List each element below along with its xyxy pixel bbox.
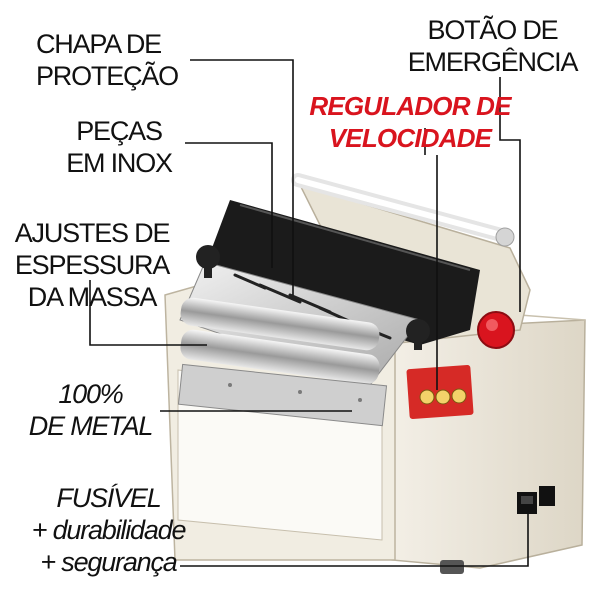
label-line: FUSÍVEL [56,483,161,513]
label-line: EM INOX [66,148,173,178]
label-line: PROTEÇÃO [36,61,179,91]
label-ajustes-espessura: AJUSTES DE ESPESSURA DA MASSA [12,217,172,313]
label-line: BOTÃO DE [427,15,559,45]
speed-control-panel [406,365,474,419]
label-100-metal: 100% DE METAL [28,378,154,442]
label-line: AJUSTES DE [14,218,171,248]
label-line: DE METAL [28,411,154,441]
speed-knob-icon [419,389,435,405]
label-regulador-velocidade: REGULADOR DE VELOCIDADE [305,90,515,154]
label-fusivel: FUSÍVEL + durabilidade + segurança [26,482,191,578]
label-line: 100% [58,379,123,409]
label-line: REGULADOR DE [309,91,511,121]
label-chapa-protecao: CHAPA DE PROTEÇÃO [36,28,179,92]
label-line: ESPESSURA [14,250,170,280]
label-line: DA MASSA [27,282,158,312]
label-line: + segurança [40,547,177,577]
label-line: EMERGÊNCIA [407,47,579,77]
label-line: VELOCIDADE [328,123,492,153]
leader-lines [89,59,529,567]
label-pecas-inox: PEÇAS EM INOX [60,115,178,179]
handle-bar [291,173,515,247]
label-line: + durabilidade [31,515,187,545]
emergency-stop-button-icon [477,311,515,349]
fuse-switch-icon [517,486,555,514]
label-line: PEÇAS [76,116,163,146]
label-botao-emergencia: BOTÃO DE EMERGÊNCIA [405,14,580,78]
label-line: CHAPA DE [36,29,162,59]
